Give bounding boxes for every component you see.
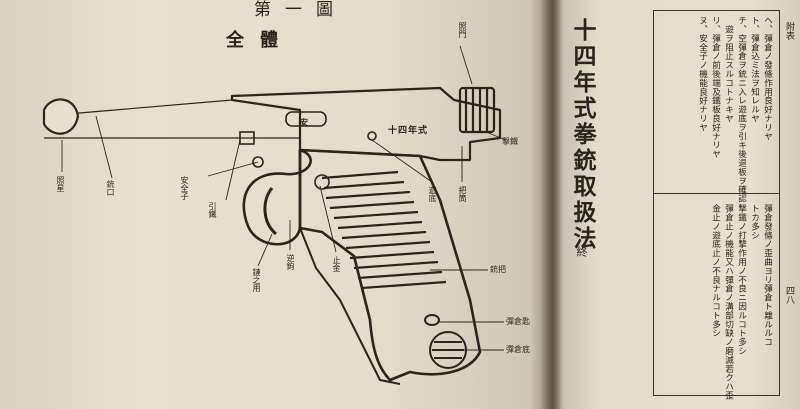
label-bolt: 遊底 xyxy=(428,186,437,202)
main-title-suffix: 終 xyxy=(575,246,588,257)
pistol-slide xyxy=(230,86,502,162)
body-upper-line: チ、空彈倉ヲ銃ニ入レ遊底ヲ引キ後退板ヲ確認 xyxy=(736,16,747,203)
label-barrel: 把筒 xyxy=(458,186,467,202)
body-upper-line: リ、彈倉ノ前後端及鐵板良好ナリヤ xyxy=(710,16,721,159)
label-magazine-catch: 彈倉匙 xyxy=(506,317,530,326)
label-magazine-base: 彈倉底 xyxy=(506,345,530,354)
label-trigger: 引鐵 xyxy=(208,202,217,218)
body-upper-line: ト、彈倉込ミ法ヲ知レルヤ xyxy=(749,16,760,123)
right-page xyxy=(552,0,800,409)
body-lower-line: トカ多シ xyxy=(749,204,760,240)
label-safety: 安全子 xyxy=(180,176,189,200)
body-upper-line: 遊ヲ阻止スルコトナキヤ xyxy=(723,16,734,123)
body-lower-line: 彈倉發條ノ歪曲ヨリ彈倉ト離ルルコ xyxy=(762,204,773,347)
page-number: 四八 xyxy=(784,286,794,304)
pistol-grip xyxy=(298,148,482,382)
label-grip: 銃把 xyxy=(490,265,506,274)
label-stop: 止金 xyxy=(332,256,341,272)
grip-serrations xyxy=(321,170,447,290)
main-title: 十四年式拳銃取扱法 xyxy=(569,18,596,252)
magazine-base xyxy=(424,314,467,369)
book-gutter xyxy=(540,0,564,409)
leader-lines xyxy=(61,45,507,351)
figure-subtitle: 全體 xyxy=(226,30,294,51)
table-frame xyxy=(653,10,780,396)
label-sear: 逆鉤 xyxy=(286,254,295,270)
safety-mark-label: 安 xyxy=(300,117,308,127)
grip-backstrap xyxy=(299,227,401,385)
label-muzzle: 銃口 xyxy=(106,180,115,196)
label-lanyard: 鏈之用 xyxy=(252,268,261,292)
cocking-knob xyxy=(458,86,496,134)
muzzle-cap xyxy=(42,98,80,135)
body-upper-line: ヘ、彈倉ノ發條作用良好ナリヤ xyxy=(762,16,773,141)
body-lower-line: 撃鐵ノ打撃作用ノ不良ニ因ルコト多シ xyxy=(736,204,747,356)
label-knob: 撃鐵 xyxy=(502,137,518,146)
table-divider xyxy=(653,193,780,194)
body-lower-line: 彈倉止ノ機能又ハ彈倉ノ溝部切缺ノ磨滅若クハ歪 xyxy=(723,204,734,400)
body-lower-line: 金止ノ遊底止ノ不良ナルコト多シ xyxy=(710,204,721,338)
label-front-sight: 照星 xyxy=(56,176,65,192)
trigger-guard xyxy=(242,148,312,246)
slide-stamp: 十四年式 xyxy=(388,126,429,136)
left-page xyxy=(0,0,552,409)
label-rear-sight: 照門 xyxy=(458,22,467,38)
trigger xyxy=(263,187,278,236)
figure-title: 第一圖 xyxy=(254,0,347,20)
barrel-line xyxy=(43,99,300,139)
body-upper-line: ヌ、安全子ノ機能良好ナリヤ xyxy=(697,16,708,132)
running-header: 附表 xyxy=(784,22,794,40)
pin-holes xyxy=(239,111,377,190)
